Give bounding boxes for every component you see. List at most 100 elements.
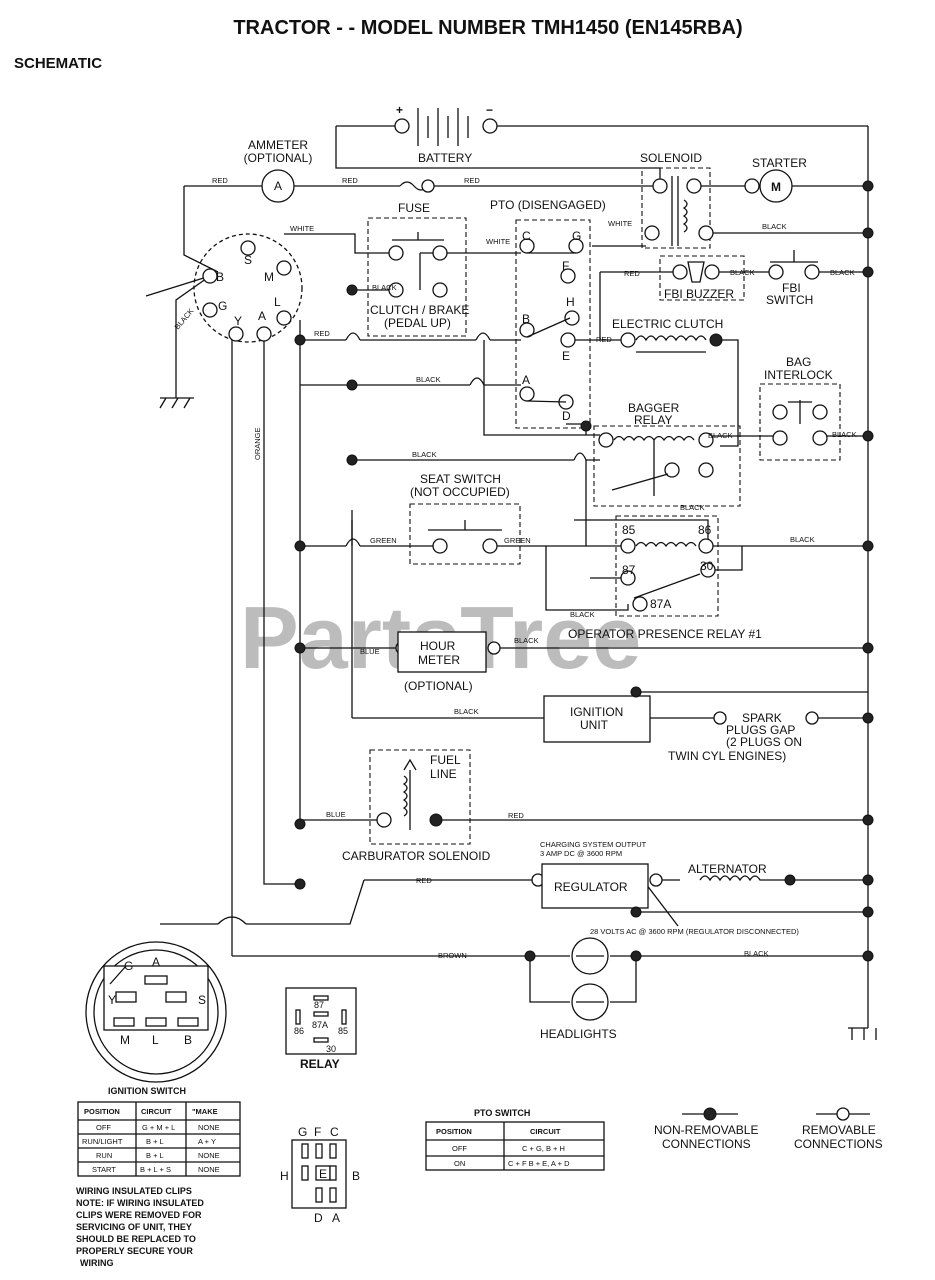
ign-terminal-s: S	[244, 253, 252, 267]
headlights-label: HEADLIGHTS	[540, 1027, 617, 1041]
solenoid-label: SOLENOID	[640, 151, 702, 165]
fbi-switch-label-2: SWITCH	[766, 293, 813, 307]
pto-face-c: C	[330, 1125, 339, 1139]
spark-plugs: SPARK PLUGS GAP (2 PLUGS ON TWIN CYL ENG…	[668, 711, 819, 763]
ign-face-a: A	[152, 955, 160, 969]
carburator-solenoid: FUEL LINE CARBURATOR SOLENOID	[342, 749, 491, 863]
ammeter-letter: A	[274, 179, 282, 193]
pto-face-a: A	[332, 1211, 340, 1225]
ground-symbol-left	[159, 397, 194, 409]
relay-pin-86: 86	[698, 523, 712, 537]
ignition-switch-face: G A Y S M L B	[85, 941, 227, 1083]
pto-terminal-c: C	[522, 229, 531, 243]
wire-label-blue-1: BLUE	[360, 647, 380, 656]
legend-non-removable-2: CONNECTIONS	[662, 1137, 751, 1151]
relay-pin-87a: 87A	[650, 597, 671, 611]
ign-row-3-circuit: B + L + S	[140, 1165, 171, 1174]
fbi-buzzer: FBI BUZZER	[659, 255, 745, 301]
wiring-note-line-6: WIRING	[80, 1258, 114, 1268]
wire-label-black-12: BLACK	[570, 610, 595, 619]
wire-label-black-6: BLACK	[416, 375, 441, 384]
wire-label-black-11: BLACK	[790, 535, 815, 544]
operator-presence-relay: 85 86 87 30 87A OPERATOR PRESENCE RELAY …	[568, 515, 762, 641]
legend-removable: REMOVABLE	[802, 1123, 876, 1137]
solenoid: SOLENOID	[640, 151, 714, 249]
fuse-clutch-brake: FUSE CLUTCH / BRAKE (PEDAL UP)	[367, 201, 469, 337]
carburator-label: CARBURATOR SOLENOID	[342, 849, 491, 863]
ignition-unit-label: IGNITION	[570, 705, 623, 719]
hour-meter-optional: (OPTIONAL)	[404, 679, 473, 693]
wire-label-red-2: RED	[342, 176, 358, 185]
wire-label-black-3: BLACK	[730, 268, 755, 277]
starter-letter: M	[771, 180, 781, 194]
pto-terminal-g: G	[572, 229, 581, 243]
relay-pin-87: 87	[622, 563, 636, 577]
pto-terminal-a: A	[522, 373, 530, 387]
ign-row-2-make: NONE	[198, 1151, 220, 1160]
ign-table-header-position: POSITION	[84, 1107, 120, 1116]
bag-interlock-label-2: INTERLOCK	[764, 368, 833, 382]
ign-terminal-b: B	[216, 270, 224, 284]
relay-pin-30: 30	[700, 559, 714, 573]
regulator-label: REGULATOR	[554, 880, 628, 894]
wire-label-black-14: BLACK	[454, 707, 479, 716]
ign-terminal-a: A	[258, 309, 266, 323]
wiring-note-line-1: NOTE: IF WIRING INSULATED	[76, 1198, 204, 1208]
pto-switch-face: G F C H E B D A	[280, 1125, 360, 1225]
fbi-buzzer-label: FBI BUZZER	[664, 287, 734, 301]
wire-label-red-4: RED	[624, 269, 640, 278]
bagger-relay-label: BAGGER	[628, 401, 680, 415]
page-title: TRACTOR - - MODEL NUMBER TMH1450 (EN145R…	[233, 17, 742, 39]
operator-relay-label: OPERATOR PRESENCE RELAY #1	[568, 627, 762, 641]
clutch-brake-label: CLUTCH / BRAKE	[370, 303, 469, 317]
fbi-switch-label: FBI	[782, 281, 801, 295]
volts-note: 28 VOLTS AC @ 3600 RPM (REGULATOR DISCON…	[590, 927, 799, 936]
pto-row-1-circuit: C + F B + E, A + D	[508, 1159, 570, 1168]
ign-face-l: L	[152, 1033, 159, 1047]
pto-terminal-f: F	[562, 259, 569, 273]
ign-row-1-pos: RUN/LIGHT	[82, 1137, 123, 1146]
spark-label: SPARK	[742, 711, 782, 725]
pto-row-0-pos: OFF	[452, 1144, 467, 1153]
wire-label-red-1: RED	[212, 176, 228, 185]
ign-row-2-circuit: B + L	[146, 1151, 164, 1160]
ign-row-3-make: NONE	[198, 1165, 220, 1174]
wire-label-green-2: GREEN	[504, 536, 531, 545]
fbi-switch: FBI SWITCH	[766, 250, 820, 307]
ign-terminal-l: L	[274, 295, 281, 309]
battery-plus-label: +	[396, 103, 403, 117]
relay-face-87a: 87A	[312, 1020, 328, 1030]
ign-table-header-circuit: CIRCUIT	[141, 1107, 172, 1116]
ign-terminal-y: Y	[234, 314, 242, 328]
fuel-line-label-2: LINE	[430, 767, 457, 781]
ignition-table-title: IGNITION SWITCH	[108, 1086, 186, 1096]
pto-table-header-position: POSITION	[436, 1127, 472, 1136]
bagger-relay: BAGGER RELAY	[593, 401, 741, 507]
wire-label-black-4: BLACK	[830, 268, 855, 277]
relay-face-30: 30	[326, 1044, 336, 1054]
wiring-note-line-3: SERVICING OF UNIT, THEY	[76, 1222, 192, 1232]
wire-label-black-1: BLACK	[762, 222, 787, 231]
clutch-brake-pedal-label: (PEDAL UP)	[384, 316, 451, 330]
fuel-line-label: FUEL	[430, 753, 461, 767]
relay-face-87: 87	[314, 1000, 324, 1010]
wiring-note: WIRING INSULATED CLIPS NOTE: IF WIRING I…	[76, 1186, 204, 1268]
electric-clutch: ELECTRIC CLUTCH	[612, 317, 723, 353]
wire-label-white-1: WHITE	[290, 224, 314, 233]
wire-label-black-2: BLACK	[372, 283, 397, 292]
ammeter: A AMMETER (OPTIONAL)	[244, 138, 312, 203]
ign-terminal-g: G	[218, 299, 227, 313]
ignition-table: IGNITION SWITCH POSITION CIRCUIT "MAKE O…	[77, 1086, 241, 1177]
wires	[145, 125, 877, 1040]
starter: M STARTER	[744, 156, 807, 203]
hour-meter-label: HOUR	[420, 639, 456, 653]
fuse-label: FUSE	[398, 201, 430, 215]
wire-label-blue-2: BLUE	[326, 810, 346, 819]
wire-label-black-9: BLACK	[412, 450, 437, 459]
wire-label-white-3: WHITE	[608, 219, 632, 228]
pto-face-g: G	[298, 1125, 307, 1139]
bag-interlock: BAG INTERLOCK	[759, 355, 841, 461]
wire-labels: RED RED RED WHITE WHITE WHITE BLACK BLAC…	[173, 176, 857, 960]
ignition-switch: S M B G Y A L	[193, 233, 303, 343]
bag-interlock-label: BAG	[786, 355, 811, 369]
